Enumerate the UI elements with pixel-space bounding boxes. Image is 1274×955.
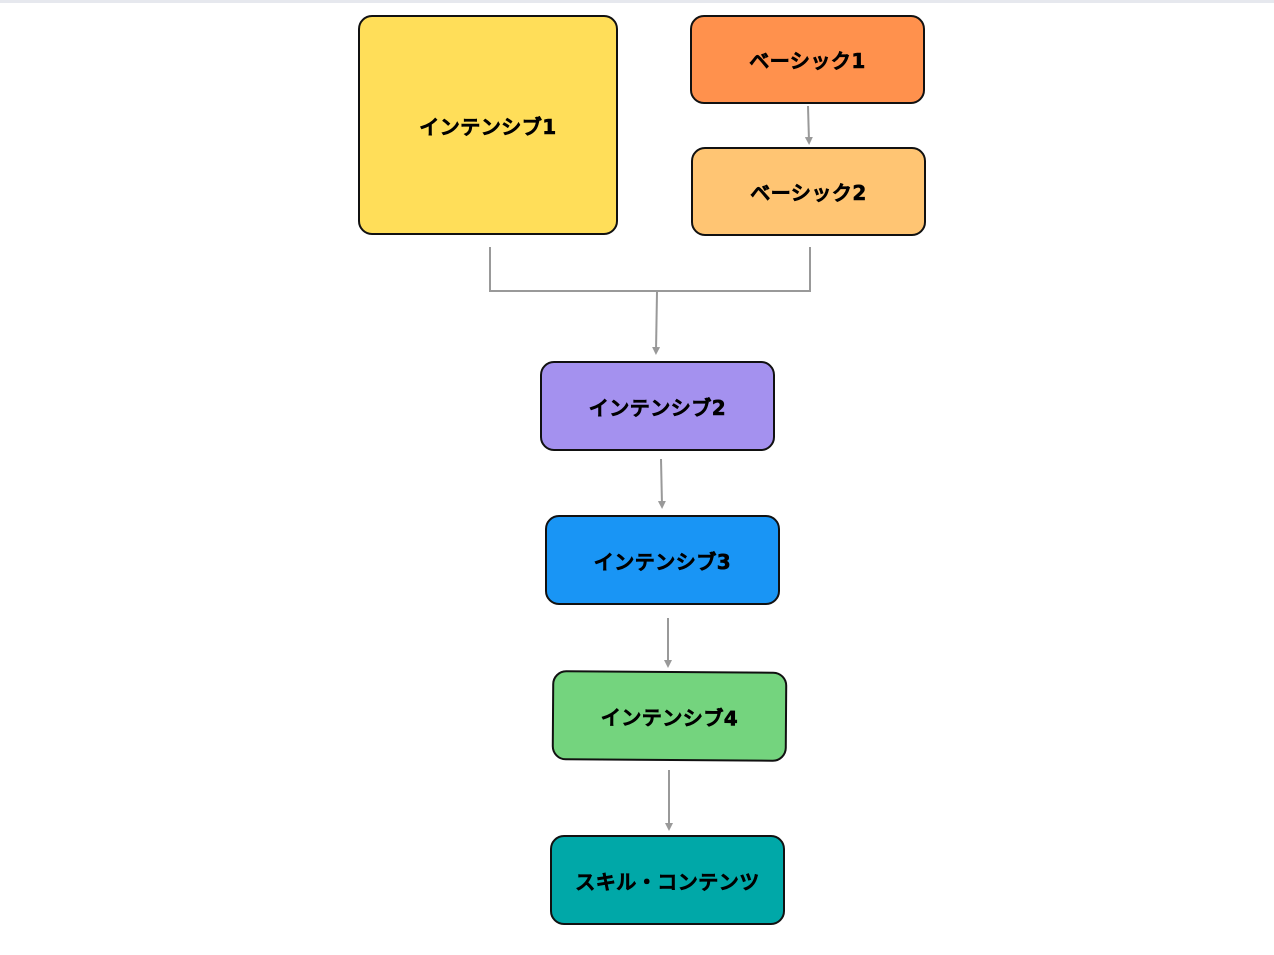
node-intensive-1-label: インテンシブ1 (419, 114, 557, 139)
node-intensive-1[interactable]: インテンシブ1 (358, 15, 618, 235)
node-intensive-2-label: インテンシブ2 (588, 395, 727, 420)
top-strip (0, 0, 1274, 3)
node-basic-1[interactable]: ベーシック1 (690, 15, 925, 104)
node-basic-2[interactable]: ベーシック2 (691, 147, 926, 236)
node-skill-contents[interactable]: スキル・コンテンツ (550, 835, 785, 925)
node-intensive-2[interactable]: インテンシブ2 (540, 361, 775, 451)
node-basic-1-label: ベーシック1 (749, 49, 866, 74)
node-skill-contents-label: スキル・コンテンツ (575, 869, 760, 894)
node-intensive-3-label: インテンシブ3 (593, 549, 732, 574)
edge-basic1-basic2 (804, 105, 813, 145)
node-intensive-4-label: インテンシブ4 (600, 705, 739, 731)
node-intensive-3[interactable]: インテンシブ3 (545, 515, 780, 605)
edge-merge-intensive2 (652, 291, 661, 355)
node-intensive-4[interactable]: インテンシブ4 (551, 670, 788, 762)
edge-intensive2-intensive3 (657, 458, 666, 509)
merge-bracket (489, 247, 811, 292)
node-basic-2-label: ベーシック2 (750, 181, 867, 206)
